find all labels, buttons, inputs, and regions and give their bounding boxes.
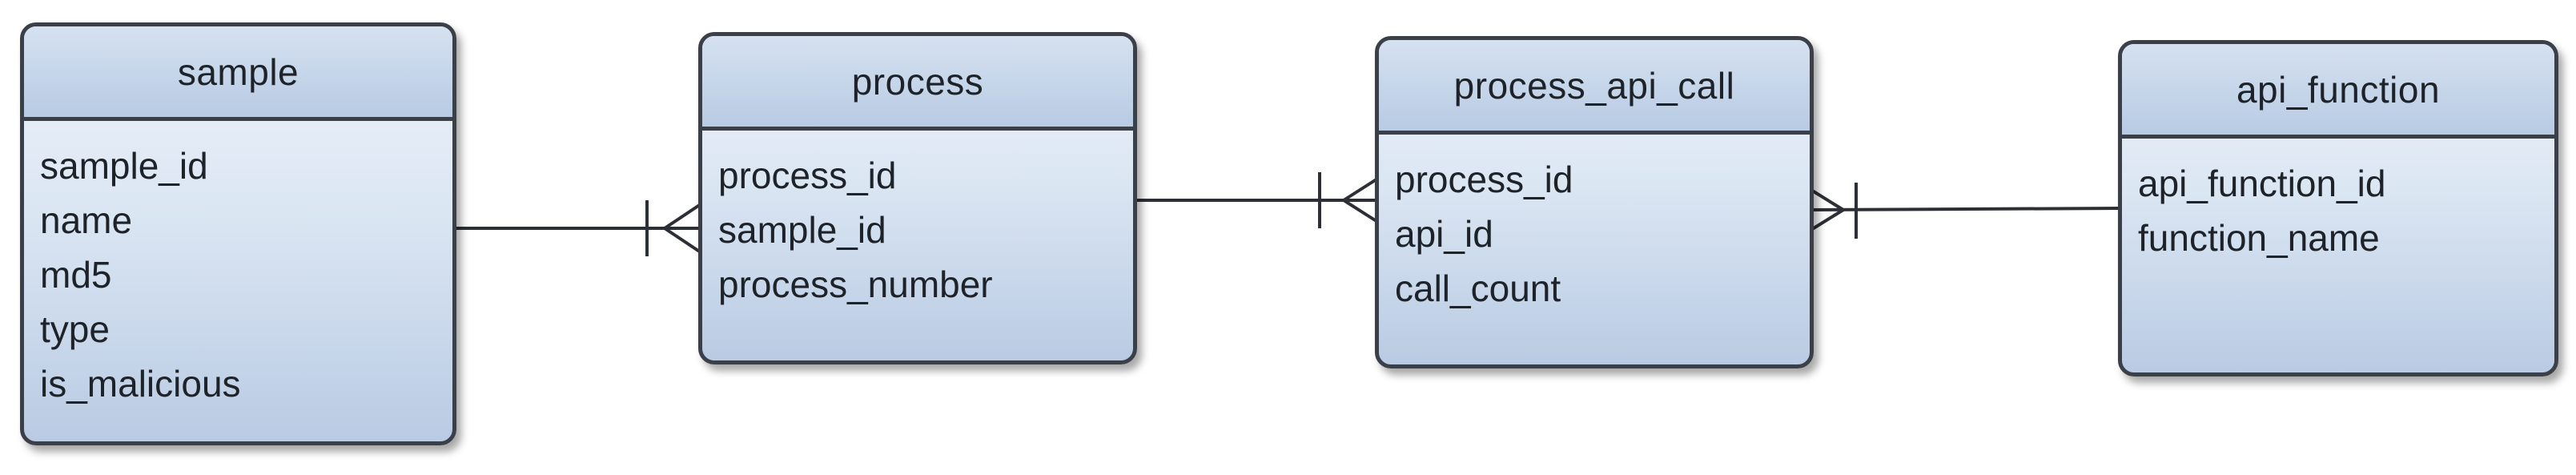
entity-sample[interactable]: sample sample_id name md5 type is_malici… <box>20 22 456 445</box>
entity-title: process_api_call <box>1453 64 1735 107</box>
connector-line <box>1809 207 2123 211</box>
crowfoot-upper <box>1808 187 1845 211</box>
entity-attributes: sample_id name md5 type is_malicious <box>24 121 452 411</box>
entity-process-api-call[interactable]: process_api_call process_id api_id call_… <box>1375 36 1814 368</box>
entity-title: api_function <box>2236 68 2441 111</box>
attribute: md5 <box>40 254 112 296</box>
crowfoot-upper <box>1342 176 1380 202</box>
entity-header: sample <box>24 26 452 121</box>
attribute: is_malicious <box>40 363 241 405</box>
entity-header: process <box>702 36 1133 131</box>
attribute: name <box>40 199 133 241</box>
entity-header: process_api_call <box>1379 40 1810 135</box>
entity-attributes: process_id api_id call_count <box>1379 135 1810 316</box>
entity-attributes: api_function_id function_name <box>2122 139 2554 265</box>
entity-process[interactable]: process process_id sample_id process_num… <box>698 32 1137 364</box>
relationship-process-api-call-api-function <box>1808 183 2123 239</box>
attribute: sample_id <box>40 145 208 187</box>
crowfoot-lower <box>1342 199 1380 224</box>
attribute: call_count <box>1395 268 1561 309</box>
entity-header: api_function <box>2122 44 2554 139</box>
entity-attributes: process_id sample_id process_number <box>702 131 1133 312</box>
attribute: function_name <box>2138 217 2380 259</box>
entity-title: sample <box>177 50 299 93</box>
crowfoot-lower <box>1808 208 1845 232</box>
attribute: sample_id <box>718 209 886 251</box>
attribute: process_id <box>1395 159 1573 200</box>
crowfoot-lower <box>663 227 702 254</box>
entity-api-function[interactable]: api_function api_function_id function_na… <box>2118 40 2558 376</box>
attribute: process_id <box>718 155 897 196</box>
relationship-sample-process <box>452 200 702 256</box>
attribute: process_number <box>718 264 993 305</box>
attribute: api_function_id <box>2138 163 2386 204</box>
relationship-process-process-api-call <box>1133 172 1380 228</box>
attribute: type <box>40 308 110 350</box>
attribute: api_id <box>1395 213 1493 255</box>
entity-title: process <box>851 60 984 103</box>
crowfoot-upper <box>663 203 702 230</box>
